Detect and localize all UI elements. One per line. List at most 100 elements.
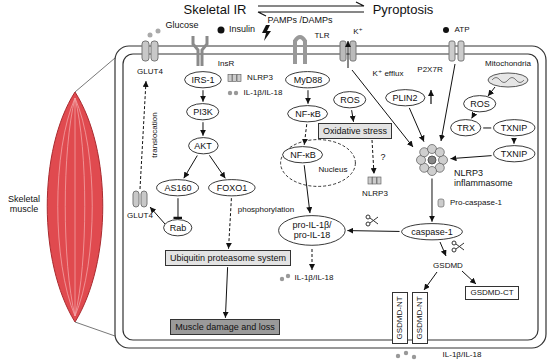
mitochondria-cristae [492,78,524,83]
protein-ellipse: PI3K [186,103,219,120]
glut4-transporter [142,41,149,61]
ion-label-text: K⁺ [353,27,363,36]
nucleus-ellipse-text: Nucleus [319,165,348,174]
protein-ellipse-text: MyD88 [294,75,323,85]
protein-ellipse-text: TXNIP [501,123,528,133]
ellipse-outline [493,120,534,136]
cytokine-label: IL-1β/IL-18 [443,351,482,360]
arrow-connector [184,156,198,179]
muscle-fibres [58,98,93,316]
transporter-label-text: GLUT4 [137,67,163,76]
insulin-receptor [193,36,207,66]
arrow-connector [307,90,308,104]
pore-box: GSDMD-NT [392,292,407,343]
cytokine-dot [412,355,416,359]
molecule-label-text: ATP [455,25,470,34]
protein-ellipse-text: caspase-1 [411,227,453,237]
molecule-label-text: Insulin [229,24,255,34]
protein-ellipse: FOXO1 [208,179,256,196]
cytokine-label: IL-1β/IL-18 [244,89,283,98]
transporter-label: GLUT4 [137,68,163,77]
scissors-icon [452,241,456,245]
pore-box-text: GSDMD-NT [415,296,424,339]
nlrp3-icon [237,75,241,82]
arrow-connector [229,198,232,249]
arrow-connector [450,156,491,159]
protein-ellipse-text: NF-κB [290,150,316,160]
molecule-label: GSDMD [433,262,463,271]
molecule-label: Pro-caspase-1 [450,199,502,208]
atp-dot [443,27,449,33]
protein-ellipse-text: pro-IL-1β/ pro-IL-18 [289,220,335,241]
receptor-label: TLR [314,32,329,41]
tissue-label: Skeletal muscle [2,195,46,215]
arrow-connector [225,267,227,318]
arrow-connector [347,230,399,232]
protein-ellipse: TXNIP [493,119,535,136]
release-arrow [312,249,313,270]
protein-ellipse: MyD88 [285,71,330,88]
ellipse-outline [286,72,330,88]
process-label-text: phosphorylation [238,205,294,214]
ellipse-outline [288,106,328,122]
process-box: Ubiquitin proteasome system [165,250,291,265]
molecule-label: NLRP3 [247,74,273,83]
organelle-label: Mitochondria [485,60,531,69]
cytokine-dot [396,354,400,358]
glut4-transporter [151,41,158,61]
nlrp3-icon [228,75,232,82]
scissors-icon [366,215,370,219]
protein-ellipse-text: Rab [170,223,187,233]
arrow-connector [352,110,354,122]
lightning-icon [262,25,271,41]
process-label: K⁺ efflux [373,70,404,79]
cytokine-dot [234,91,238,95]
efflux-arrow [348,41,349,68]
protein-ellipse-text: FOXO1 [217,183,248,193]
fragment-box-text: GSDMD-CT [470,288,513,297]
protein-ellipse-text: AKT [194,141,212,151]
arrow-connector [472,114,475,119]
ellipse-outline [283,147,323,163]
pro-caspase-icon [438,199,444,207]
protein-ellipse: IRS-1 [184,71,222,88]
process-label: phosphorylation [238,206,294,215]
inhibition-connector [177,198,178,218]
ion-label: K⁺ [353,28,363,37]
increase-arrow [430,90,431,104]
question-mark: ? [380,153,385,163]
heading-label-text: Skeletal IR [184,2,247,17]
protein-ellipse: Rab [163,219,192,236]
protein-ellipse: caspase-1 [401,223,463,240]
process-label-text: translocation [150,112,159,157]
p2x7r-receptor [458,41,464,61]
cytokine-dot [228,91,232,95]
protein-ellipse-text: PI3K [193,107,213,117]
heading-label: Pyroptosis [373,3,434,17]
protein-ellipse-text: PLIN2 [392,93,417,103]
arrow-connector [202,90,203,102]
molecule-label-text: NLRP3 [362,189,388,198]
heading-label: Skeletal IR [184,3,247,17]
outcome-box: Muscle damage and loss [170,319,280,334]
protein-ellipse: AKT [188,137,219,154]
protein-ellipse: AS160 [156,179,199,196]
cell-membrane [123,54,538,340]
protein-ellipse-text: ROS [340,95,360,105]
arrow-connector [513,138,514,144]
protein-ellipse: TXNIP [493,145,535,162]
receptor-label: P2X7R [417,66,442,75]
scissors-icon [366,222,370,226]
inflammasome-icon [415,143,449,177]
process-box-text: Ubiquitin proteasome system [170,253,286,263]
uncertain-arrow [372,140,374,174]
cleavage-arrow [440,242,446,256]
mitochondria-icon [488,73,528,87]
signal-arrow [488,87,495,96]
protein-ellipse: NF-κB [287,105,328,122]
k-channel [350,41,356,61]
p2x7r-receptor [449,41,455,61]
ellipse-outline [493,146,534,162]
process-box-text: Oxidative stress [323,126,387,136]
